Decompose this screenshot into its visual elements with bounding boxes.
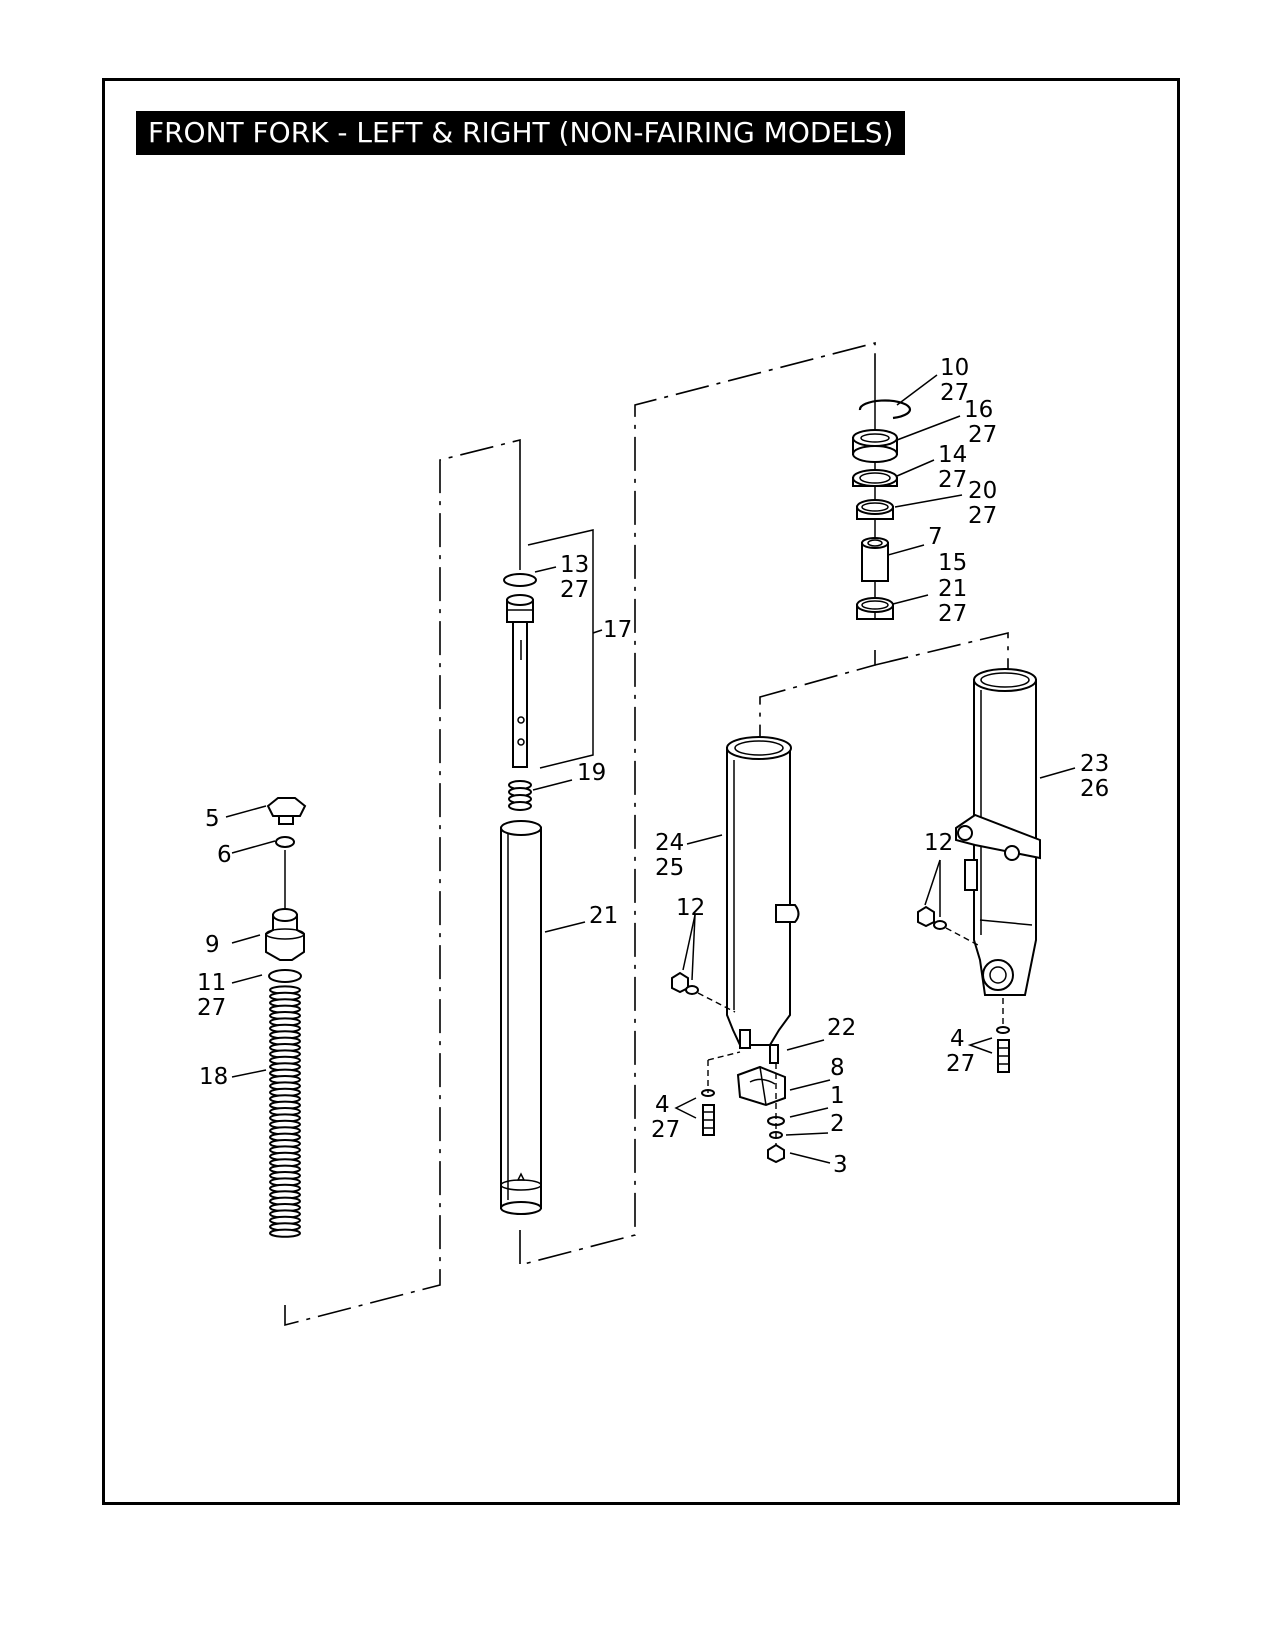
callout-11: 11 xyxy=(197,970,226,996)
callout-10: 10 xyxy=(940,355,969,381)
callout-11-27: 27 xyxy=(197,995,226,1021)
callout-12-left: 12 xyxy=(676,895,705,921)
diagram-frame xyxy=(102,78,1180,1505)
callout-15: 15 xyxy=(938,550,967,576)
ring-13 xyxy=(503,573,537,587)
callout-5: 5 xyxy=(205,806,220,832)
callout-13: 13 xyxy=(560,552,589,578)
callout-1: 1 xyxy=(830,1083,845,1109)
fork-slider-right xyxy=(955,668,1041,996)
callout-labels: 5 6 9 11 27 18 13 27 17 19 21 10 27 16 2… xyxy=(197,355,1109,1178)
fork-spring xyxy=(269,985,301,1238)
spring-coil xyxy=(269,1228,301,1238)
fork-tube-21 xyxy=(500,820,542,1215)
assembly-guide-lines xyxy=(284,341,1009,1327)
washer-11 xyxy=(268,969,302,983)
callout-20-27: 27 xyxy=(968,503,997,529)
callout-3: 3 xyxy=(833,1152,848,1178)
oil-seal-16 xyxy=(852,429,898,463)
callout-19: 19 xyxy=(577,760,606,786)
nut-3 xyxy=(767,1143,785,1164)
bracket-17 xyxy=(527,529,594,769)
callout-24: 24 xyxy=(655,830,684,856)
callout-4-left-27: 27 xyxy=(651,1117,680,1143)
callout-20: 20 xyxy=(968,478,997,504)
axle-clamp-8 xyxy=(736,1065,786,1107)
oil-lock-piece-7 xyxy=(861,537,889,582)
spring-collar xyxy=(265,908,305,961)
callout-4-left: 4 xyxy=(655,1092,670,1118)
callout-12-right: 12 xyxy=(924,830,953,856)
callout-6: 6 xyxy=(217,842,232,868)
rebound-spring-19 xyxy=(508,780,532,811)
callout-21-bushing: 21 xyxy=(938,576,967,602)
fork-slider-left xyxy=(726,736,800,1064)
callout-17: 17 xyxy=(603,617,632,643)
spacer-14 xyxy=(852,469,898,487)
callout-14: 14 xyxy=(938,442,967,468)
callout-18: 18 xyxy=(199,1064,228,1090)
callout-23: 23 xyxy=(1080,751,1109,777)
callout-10-27: 27 xyxy=(940,380,969,406)
callout-7: 7 xyxy=(928,524,943,550)
callout-16: 16 xyxy=(964,397,993,423)
bushing-21 xyxy=(856,597,894,620)
callout-26: 26 xyxy=(1080,776,1109,802)
bleed-screw-right xyxy=(917,905,947,930)
callout-14-27: 27 xyxy=(938,467,967,493)
diagram-title: FRONT FORK - LEFT & RIGHT (NON-FAIRING M… xyxy=(136,111,906,155)
callout-4-right-27: 27 xyxy=(946,1051,975,1077)
drain-screw-left xyxy=(701,1089,715,1136)
callout-21-27: 27 xyxy=(938,601,967,627)
damper-tube-17 xyxy=(506,594,534,768)
drain-screw-right xyxy=(996,1026,1010,1073)
callout-16-27: 27 xyxy=(968,422,997,448)
bleed-screw-left xyxy=(671,971,699,995)
fork-cap-bolt xyxy=(266,797,307,825)
callout-2: 2 xyxy=(830,1111,845,1137)
o-ring-6 xyxy=(275,836,295,848)
callout-25: 25 xyxy=(655,855,684,881)
callout-21-tube: 21 xyxy=(589,903,618,929)
callout-22: 22 xyxy=(827,1015,856,1041)
leader-lines xyxy=(225,374,1076,1164)
callout-8: 8 xyxy=(830,1055,845,1081)
callout-13-27: 27 xyxy=(560,577,589,603)
callout-4-right: 4 xyxy=(950,1026,965,1052)
callout-9: 9 xyxy=(205,932,220,958)
bushing-20 xyxy=(856,499,894,520)
retaining-ring-10 xyxy=(858,399,911,420)
